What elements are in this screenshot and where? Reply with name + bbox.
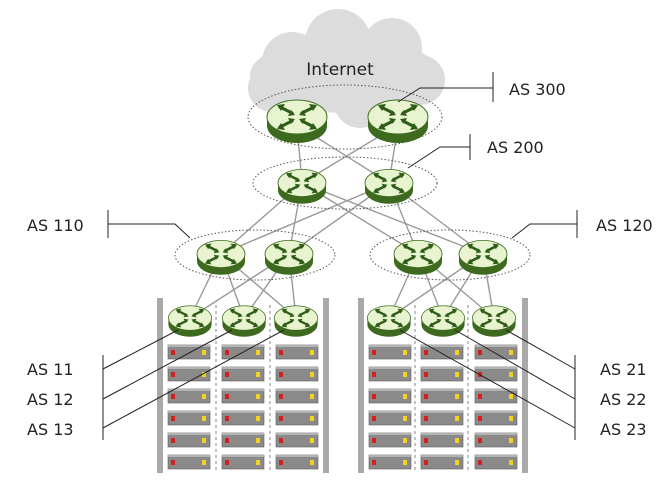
- server-icon: [368, 410, 412, 426]
- server-icon: [474, 410, 518, 426]
- routers: [167, 98, 517, 338]
- server-icon: [474, 366, 518, 382]
- router-icon: [392, 239, 444, 277]
- server-icon: [167, 388, 211, 404]
- server-icon: [275, 366, 319, 382]
- label-as11: AS 11: [27, 360, 74, 379]
- server-icon: [474, 344, 518, 360]
- router-icon: [265, 98, 329, 145]
- server-icon: [167, 432, 211, 448]
- as120-outline: [369, 229, 531, 281]
- server-icon: [420, 432, 464, 448]
- server-icon: [420, 454, 464, 470]
- label-as200: AS 200: [487, 138, 544, 157]
- label-as110: AS 110: [27, 216, 84, 235]
- server-icon: [275, 410, 319, 426]
- server-icon: [420, 410, 464, 426]
- label-as23: AS 23: [600, 420, 647, 439]
- server-icon: [221, 366, 265, 382]
- server-icon: [221, 432, 265, 448]
- rack-right: [358, 298, 528, 473]
- server-icon: [275, 432, 319, 448]
- server-icon: [368, 388, 412, 404]
- server-icon: [221, 410, 265, 426]
- internet-cloud: Internet: [248, 9, 445, 128]
- internet-label: Internet: [306, 60, 374, 80]
- server-icon: [221, 454, 265, 470]
- server-icon: [275, 344, 319, 360]
- router-icon: [366, 98, 430, 145]
- label-as13: AS 13: [27, 420, 74, 439]
- server-icon: [368, 454, 412, 470]
- as300-outline: [247, 84, 443, 150]
- as-group-outlines: [174, 84, 531, 281]
- server-icon: [167, 454, 211, 470]
- label-as12: AS 12: [27, 390, 74, 409]
- server-icon: [221, 388, 265, 404]
- router-icon: [195, 239, 247, 277]
- label-as22: AS 22: [600, 390, 647, 409]
- server-icon: [368, 344, 412, 360]
- label-as120: AS 120: [596, 216, 653, 235]
- server-icon: [368, 432, 412, 448]
- router-icon: [457, 239, 509, 277]
- as110-outline: [174, 229, 336, 281]
- label-as300: AS 300: [509, 80, 566, 99]
- server-icon: [167, 410, 211, 426]
- rack-left: [157, 298, 329, 473]
- label-as21: AS 21: [600, 360, 647, 379]
- right-server-stacks: [368, 344, 518, 470]
- server-icon: [420, 366, 464, 382]
- server-icon: [167, 344, 211, 360]
- server-icon: [275, 454, 319, 470]
- router-icon: [263, 239, 315, 277]
- left-server-stacks: [167, 344, 319, 470]
- server-icon: [275, 388, 319, 404]
- router-icon: [363, 168, 415, 206]
- server-icon: [474, 432, 518, 448]
- label-leaders: [102, 72, 578, 440]
- server-icon: [474, 454, 518, 470]
- network-links: [189, 124, 495, 319]
- router-icon: [276, 168, 328, 206]
- server-icon: [368, 366, 412, 382]
- as-labels: AS 300 AS 200 AS 110 AS 120 AS 11 AS 12 …: [27, 80, 653, 439]
- server-icon: [420, 388, 464, 404]
- as200-outline: [252, 156, 438, 210]
- server-icon: [474, 388, 518, 404]
- server-icon: [420, 344, 464, 360]
